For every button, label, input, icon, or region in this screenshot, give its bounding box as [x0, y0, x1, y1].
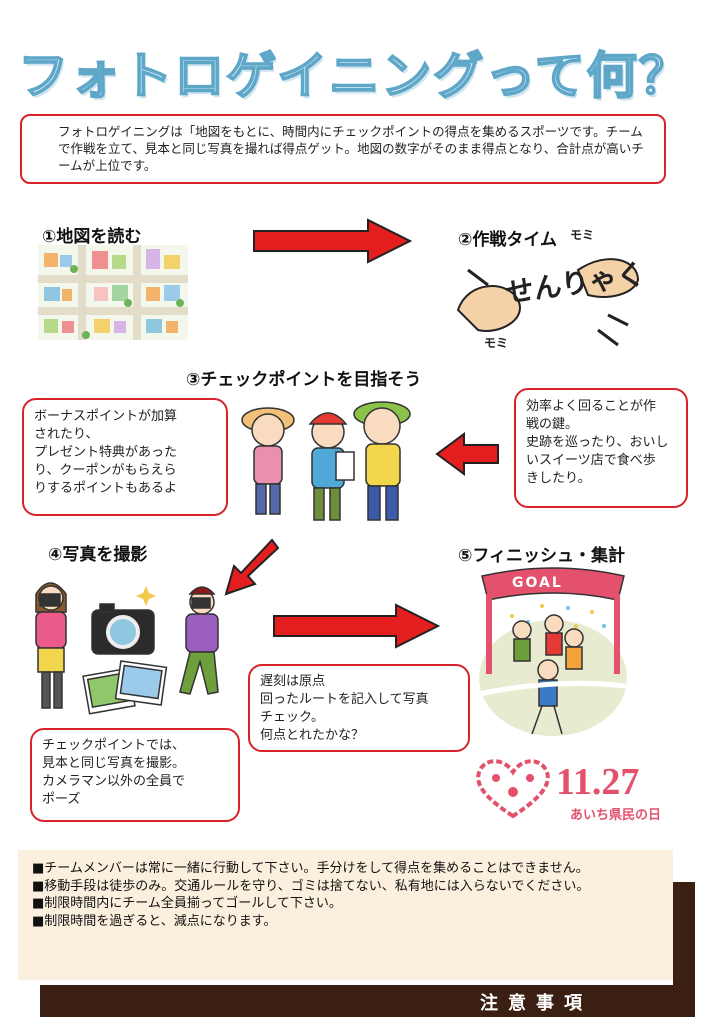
bonus-line-3: プレゼント特典があった: [34, 445, 178, 460]
efficiency-line-5: きしたり。: [526, 471, 591, 486]
note-item-2: ■移動手段は徒歩のみ。交通ルールを守り、ゴミは捨てない、私有地には入らないでくだ…: [32, 878, 590, 894]
notes-title-bar: [40, 985, 695, 1017]
page-title: フォトロゲイニングって何？: [17, 46, 691, 106]
efficiency-line-4: いスイーツ店で食べ歩: [526, 453, 656, 468]
goal-banner-text: GOAL: [512, 575, 563, 591]
arrow-right-4: [273, 603, 441, 649]
bonus-line-2: されたり、: [34, 427, 99, 442]
step-4-label: ④写真を撮影: [48, 545, 148, 565]
finish-line-2: 回ったルートを記入して写真: [260, 692, 429, 707]
arrow-right-1: [253, 218, 413, 264]
strategy-hands-illustration: [456, 258, 640, 347]
note-item-3: ■制限時間内にチーム全員揃ってゴールして下さい。: [32, 896, 342, 911]
strategy-momi-2: モミ: [484, 336, 509, 350]
hikers-illustration: [241, 401, 411, 521]
efficiency-line-3: 史跡を巡ったり、おいし: [526, 435, 669, 450]
bonus-line-4: り、クーポンがもらえら: [34, 463, 177, 478]
bonus-line-1: ボーナスポイントが加算: [34, 409, 178, 424]
bonus-info-bubble: ボーナスポイントが加算 されたり、 プレゼント特典があった り、クーポンがもらえ…: [22, 398, 228, 516]
finish-line-3: チェック。: [260, 710, 324, 725]
step-5-label: ⑤フィニッシュ・集計: [458, 546, 626, 566]
efficiency-line-1: 効率よく回ることが作: [526, 399, 657, 414]
finish-info-bubble: 遅刻は原点 回ったルートを記入して写真 チェック。 何点とれたかな？: [248, 664, 470, 752]
photo-line-1: チェックポイントでは、: [42, 738, 186, 753]
photo-shoot-illustration: [35, 582, 219, 715]
strategy-momi-1: モミ: [570, 228, 595, 242]
arrow-diagonal-3: [224, 538, 280, 596]
efficiency-info-bubble: 効率よく回ることが作 戦の鍵。 史跡を巡ったり、おいし いスイーツ店で食べ歩 き…: [514, 388, 688, 508]
step-1-label: ①地図を読む: [42, 227, 142, 247]
heart-logo-icon: [476, 759, 550, 819]
photo-line-3: カメラマン以外の全員で: [42, 774, 186, 789]
step-3-label: ③チェックポイントを目指そう: [186, 370, 422, 390]
finish-line-4: 何点とれたかな？: [260, 728, 365, 743]
arrow-left-2: [435, 432, 499, 476]
intro-box: フォトロゲイニングは「地図をもとに、時間内にチェックポイントの得点を集めるスポー…: [20, 114, 666, 184]
note-item-1: ■チームメンバーは常に一緒に行動して下さい。手分けをして得点を集めることはできま…: [32, 861, 589, 876]
logo-caption: あいち県民の日: [570, 808, 662, 823]
photo-line-4: ポーズ: [42, 792, 81, 807]
finish-line-1: 遅刻は原点: [260, 674, 326, 689]
notes-title: 注意事項: [480, 993, 592, 1014]
photo-line-2: 見本と同じ写真を撮影。: [42, 756, 186, 771]
town-map-illustration: [38, 245, 188, 340]
note-item-4: ■制限時間を過ぎると、減点になります。: [32, 913, 277, 929]
photo-info-bubble: チェックポイントでは、 見本と同じ写真を撮影。 カメラマン以外の全員で ポーズ: [30, 728, 240, 822]
efficiency-line-2: 戦の鍵。: [526, 417, 579, 432]
bonus-line-5: りするポイントもあるよ: [34, 481, 178, 496]
notes-shadow: [673, 882, 695, 985]
notes-box: ■チームメンバーは常に一緒に行動して下さい。手分けをして得点を集めることはできま…: [18, 850, 673, 980]
goal-finish-illustration: [479, 567, 627, 736]
logo-date: 11.27: [556, 761, 640, 803]
step-2-label: ②作戦タイム: [458, 230, 558, 250]
